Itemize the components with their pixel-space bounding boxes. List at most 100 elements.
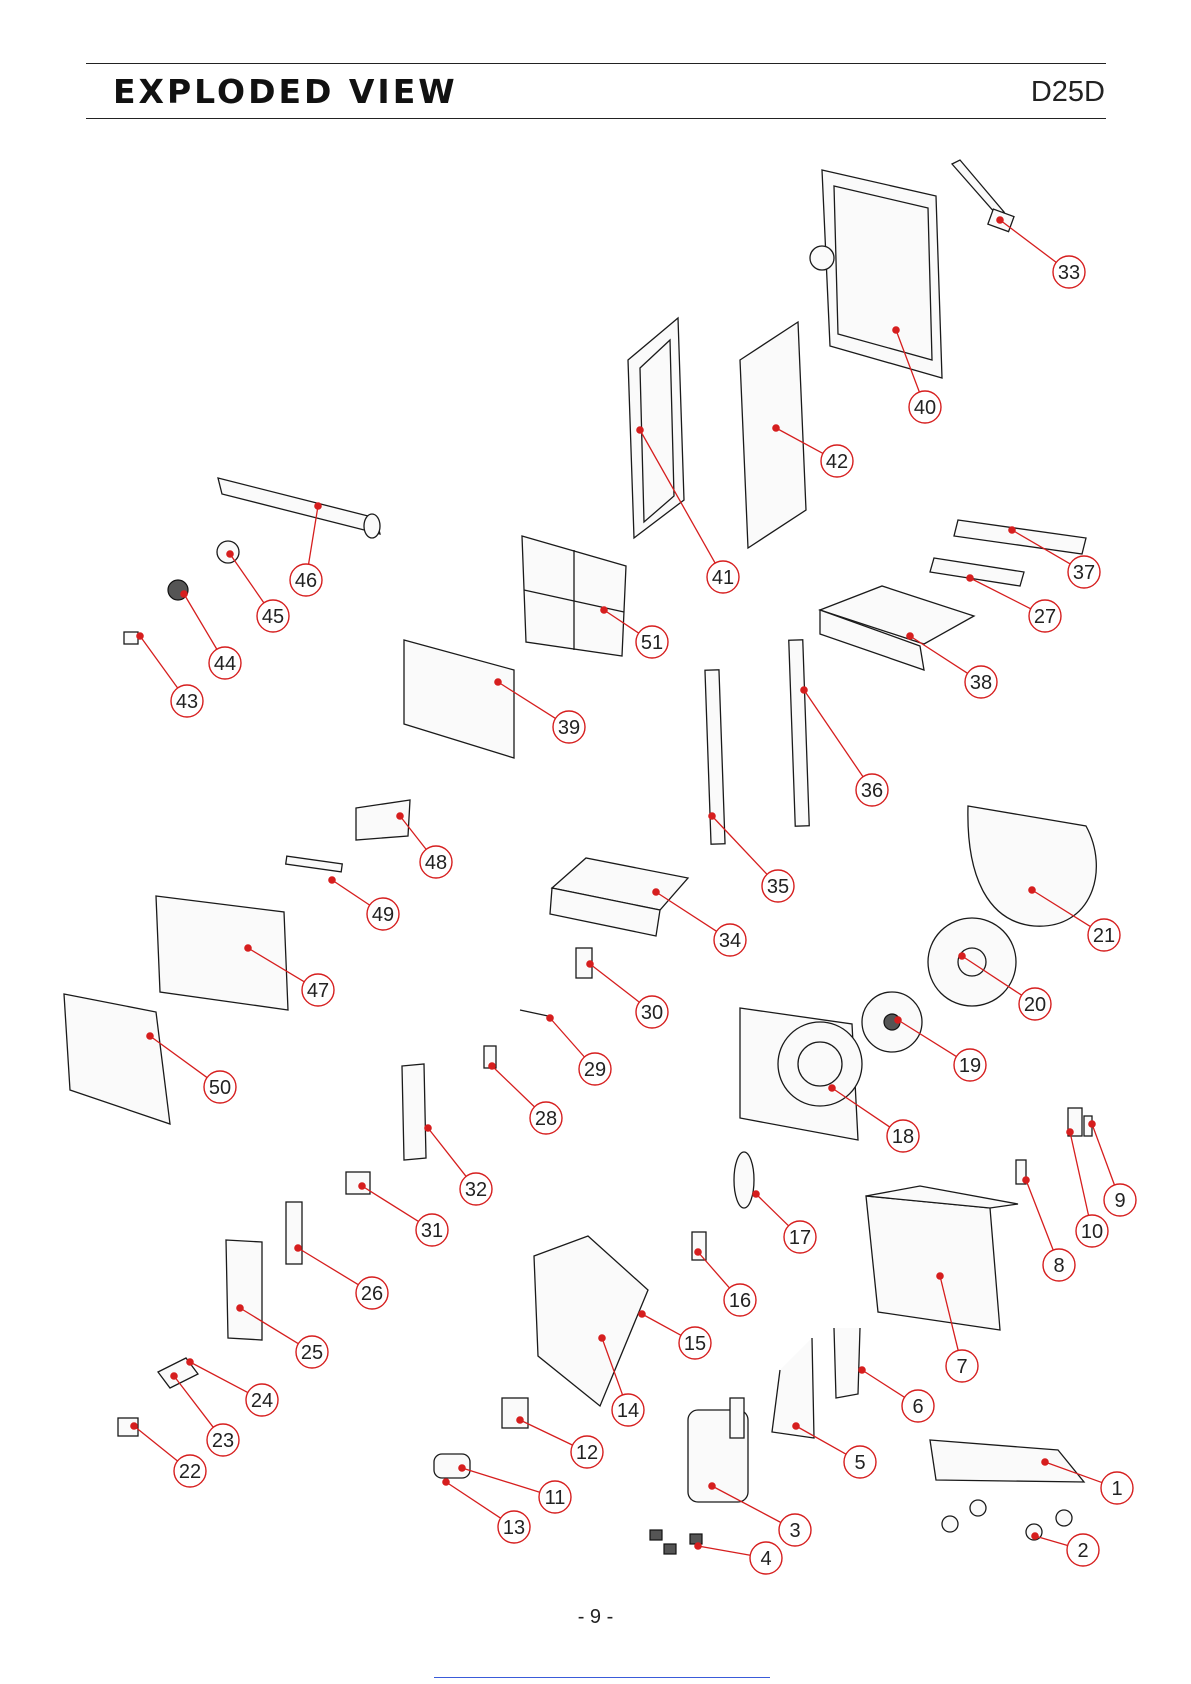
leader-line: [190, 1362, 248, 1393]
leader-dot: [858, 1366, 866, 1374]
callout-26: 26: [294, 1244, 388, 1309]
leader-dot: [708, 812, 716, 820]
leader-dot: [294, 1244, 302, 1252]
leader-dot: [170, 1372, 178, 1380]
part-electric-box: [402, 1064, 426, 1160]
callout-number: 15: [684, 1333, 706, 1355]
callout-33: 33: [996, 216, 1085, 288]
leader-dot: [1022, 1176, 1030, 1184]
callout-number: 25: [301, 1342, 323, 1364]
part-foot-4b: [664, 1544, 676, 1554]
part-plate-26: [286, 1202, 302, 1264]
leader-dot: [958, 952, 966, 960]
callout-48: 48: [396, 812, 452, 878]
part-strip-49: [286, 856, 343, 872]
callout-5: 5: [792, 1422, 876, 1478]
callout-number: 8: [1053, 1255, 1064, 1277]
leader-dot: [694, 1248, 702, 1256]
callout-number: 19: [959, 1055, 981, 1077]
part-valve-16: [692, 1232, 706, 1260]
leader-dot: [708, 1482, 716, 1490]
callout-number: 5: [854, 1452, 865, 1474]
leader-dot: [586, 960, 594, 968]
callout-11: 11: [458, 1464, 571, 1513]
callout-28: 28: [488, 1062, 562, 1134]
leader-dot: [636, 426, 644, 434]
callout-number: 48: [425, 852, 447, 874]
leader-line: [174, 1376, 213, 1427]
callout-number: 2: [1077, 1540, 1088, 1562]
part-bracket-36: [789, 640, 809, 826]
callout-34: 34: [652, 888, 746, 956]
leader-dot: [996, 216, 1004, 224]
leader-dot: [1066, 1128, 1074, 1136]
leader-dot: [442, 1478, 450, 1486]
leader-line: [550, 1018, 584, 1057]
leader-line: [362, 1186, 418, 1221]
leader-dot: [1008, 526, 1016, 534]
leader-dot: [1041, 1458, 1049, 1466]
leader-line: [642, 1314, 681, 1335]
leader-dot: [396, 812, 404, 820]
part-fan-housing: [968, 806, 1096, 926]
leader-line: [656, 892, 717, 931]
callout-6: 6: [858, 1366, 934, 1422]
part-sensor: [952, 160, 1004, 214]
callout-number: 18: [892, 1126, 914, 1148]
leader-line: [1026, 1180, 1053, 1250]
leader-dot: [358, 1182, 366, 1190]
callout-number: 38: [970, 672, 992, 694]
leader-dot: [906, 632, 914, 640]
leader-line: [140, 636, 178, 688]
leader-dot: [226, 550, 234, 558]
part-foot-4c: [690, 1534, 702, 1544]
callout-8: 8: [1022, 1176, 1075, 1281]
leader-dot: [424, 1124, 432, 1132]
leader-line: [1070, 1132, 1089, 1215]
part-caster-b: [970, 1500, 986, 1516]
callout-35: 35: [708, 812, 794, 902]
part-box-48: [356, 800, 410, 840]
leader-line: [134, 1426, 178, 1461]
leader-line: [804, 690, 863, 777]
callout-number: 36: [861, 780, 883, 802]
callout-number: 3: [789, 1520, 800, 1542]
leader-dot: [186, 1358, 194, 1366]
callout-44: 44: [180, 590, 241, 679]
leader-dot: [458, 1464, 466, 1472]
callout-number: 12: [576, 1442, 598, 1464]
callout-number: 33: [1058, 262, 1080, 284]
part-pipe-5: [772, 1338, 814, 1438]
callout-number: 16: [729, 1290, 751, 1312]
callout-43: 43: [136, 632, 203, 717]
leader-line: [462, 1468, 540, 1492]
leader-dot: [494, 678, 502, 686]
leader-dot: [146, 1032, 154, 1040]
callout-number: 20: [1024, 994, 1046, 1016]
callout-number: 34: [719, 930, 741, 952]
callout-number: 40: [914, 397, 936, 419]
callout-number: 1: [1111, 1478, 1122, 1500]
leader-line: [428, 1128, 466, 1176]
callout-17: 17: [752, 1190, 816, 1253]
parts-layer: [64, 160, 1096, 1554]
leader-line: [230, 554, 264, 603]
callout-number: 24: [251, 1390, 273, 1412]
callout-32: 32: [424, 1124, 492, 1205]
leader-line: [332, 880, 370, 905]
callout-number: 31: [421, 1220, 443, 1242]
leader-line: [1000, 220, 1056, 262]
part-caster-a: [942, 1516, 958, 1532]
callout-number: 26: [361, 1283, 383, 1305]
part-chassis: [866, 1196, 1000, 1330]
leader-line: [1092, 1124, 1114, 1185]
callout-number: 13: [503, 1517, 525, 1539]
part-control-panel: [954, 520, 1086, 554]
callout-number: 42: [826, 451, 848, 473]
leader-line: [520, 1420, 573, 1445]
callout-number: 28: [535, 1108, 557, 1130]
callout-number: 50: [209, 1077, 231, 1099]
part-clip-43: [124, 632, 138, 644]
callout-number: 43: [176, 691, 198, 713]
part-base: [930, 1440, 1084, 1482]
